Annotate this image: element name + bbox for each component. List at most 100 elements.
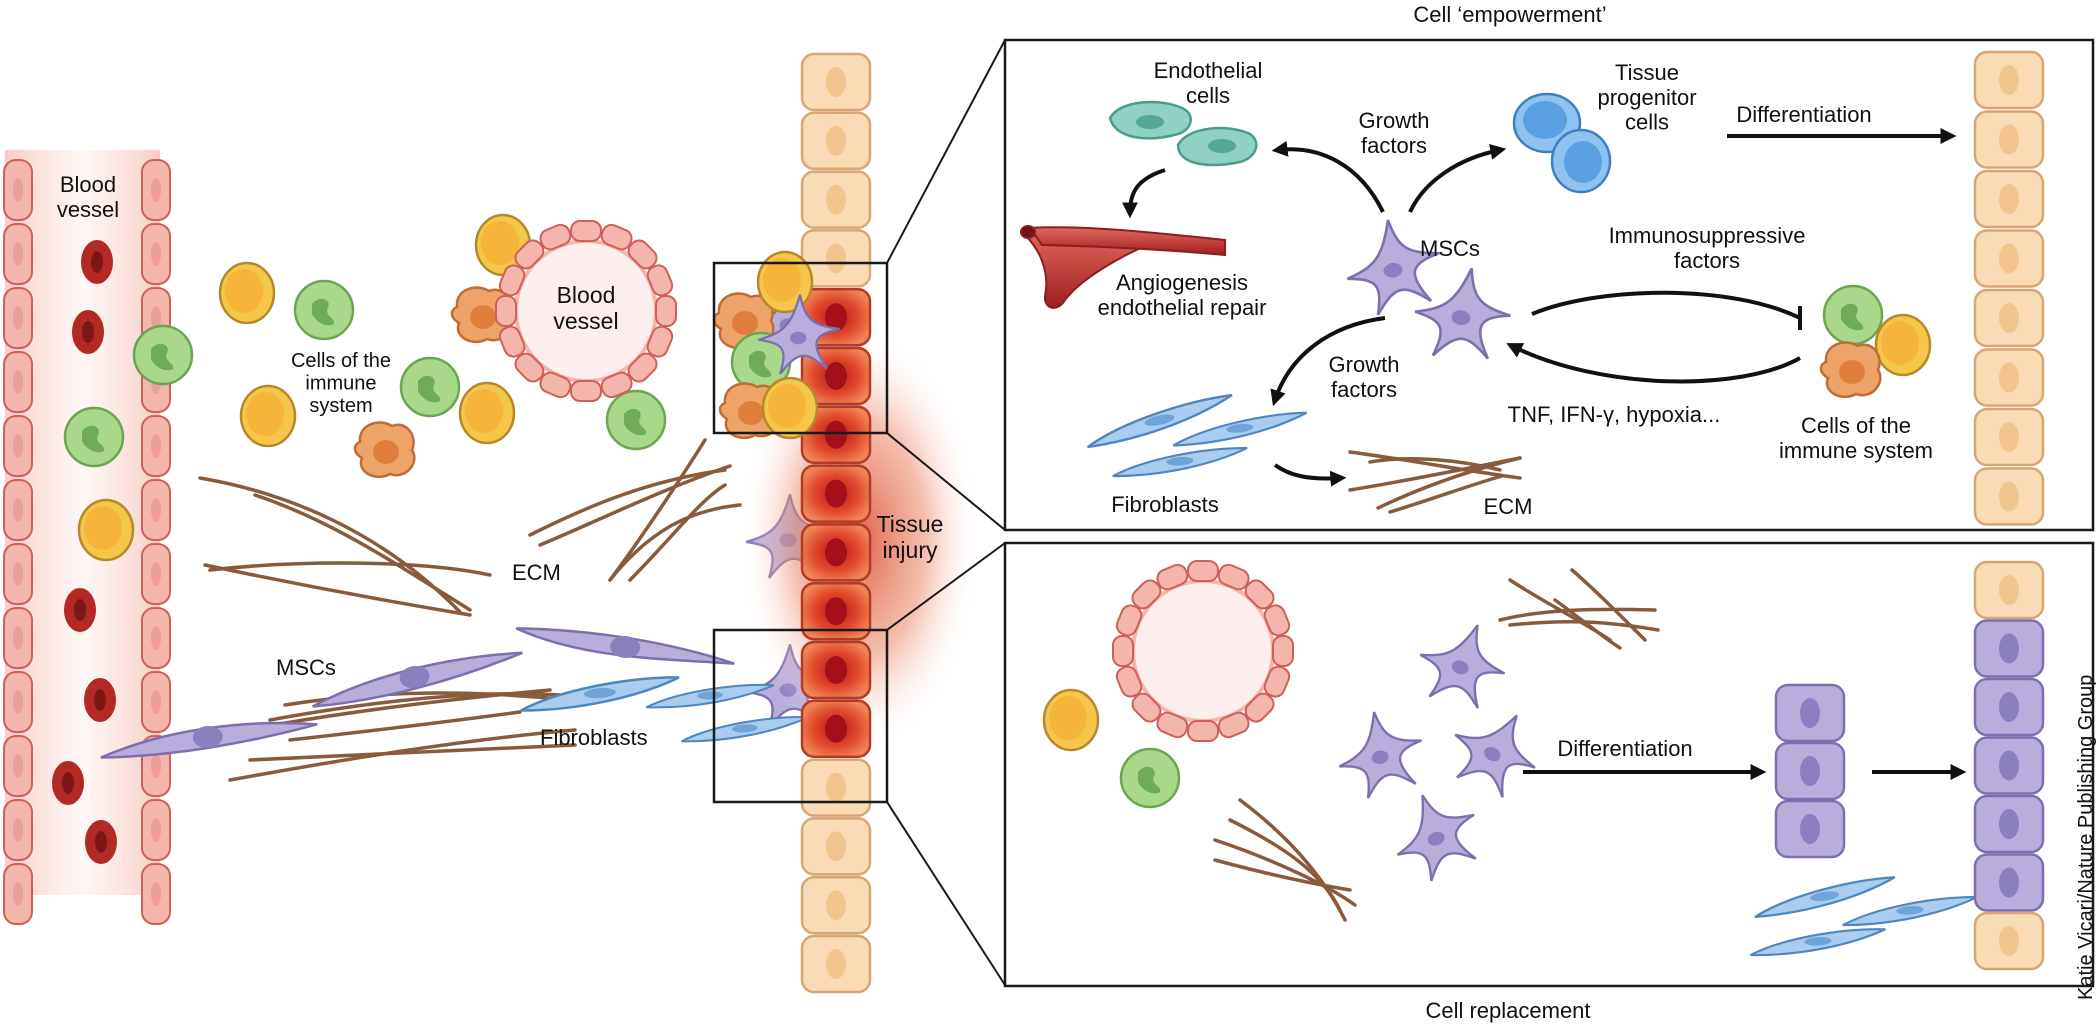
red-blood-cell-icon bbox=[72, 310, 104, 354]
tissue-cell-icon bbox=[1973, 169, 2045, 229]
vessel-wall-cell bbox=[1217, 563, 1250, 591]
vessel-wall-cell bbox=[539, 371, 572, 399]
tissue-cell-icon bbox=[1973, 50, 2045, 110]
label-fibroblasts: Fibroblasts bbox=[540, 725, 648, 750]
tissue-cell-icon bbox=[1973, 110, 2045, 169]
vessel-wall-cell bbox=[498, 264, 526, 297]
arrow-immunosuppression bbox=[1531, 290, 1801, 320]
replacement-cell bbox=[1973, 619, 2045, 678]
vessel-wall-cell bbox=[3, 863, 33, 925]
ecm-bottom bbox=[1213, 568, 1660, 922]
immune-cell-icon bbox=[77, 498, 135, 562]
vessel-wall-cell bbox=[3, 415, 33, 477]
tissue-cell-icon bbox=[1973, 407, 2045, 467]
vessel-wall-cell bbox=[141, 799, 171, 861]
credit-text: Katie Vicari/Nature Publishing Group bbox=[2075, 675, 2097, 1000]
vessel-wall-cell bbox=[3, 287, 33, 349]
tissue-column-top bbox=[1973, 50, 2045, 526]
vessel-wall-cell bbox=[1156, 711, 1189, 739]
tissue-cell-icon bbox=[1973, 911, 2045, 971]
red-blood-cell-icon bbox=[64, 588, 96, 632]
vessel-wall-cell bbox=[570, 380, 602, 402]
vessel-wall-cell bbox=[539, 223, 572, 251]
tissue-cell-icon bbox=[1973, 467, 2045, 526]
fibroblasts-bottom bbox=[1748, 875, 1980, 957]
vessel-wall-cell bbox=[1272, 635, 1294, 667]
vessel-wall-cell bbox=[1187, 560, 1219, 582]
top-panel bbox=[1003, 38, 2095, 532]
bottom-panel bbox=[1003, 541, 2095, 988]
zoom-box-bottom bbox=[712, 628, 889, 804]
label-differentiation-top: Differentiation bbox=[1736, 102, 1871, 127]
vessel-wall-cell bbox=[3, 735, 33, 797]
injured-tissue-cell bbox=[800, 464, 872, 523]
ecm-top bbox=[1348, 450, 1522, 514]
vessel-wall-cell bbox=[600, 371, 633, 399]
vessel-wall-cell bbox=[1156, 563, 1189, 591]
injured-tissue-cell bbox=[800, 699, 872, 759]
zoom-box-top bbox=[712, 261, 889, 435]
vessel-wall-cell bbox=[3, 479, 33, 541]
arrow-immune-signal bbox=[1506, 343, 1801, 384]
vessel-wall-cell bbox=[141, 479, 171, 541]
vessel-wall-cell bbox=[141, 671, 171, 733]
vessel-wall-cell bbox=[141, 863, 171, 925]
tissue-cell-icon bbox=[1973, 288, 2045, 348]
label-ecm-top: ECM bbox=[1484, 494, 1533, 519]
immune-cells-top bbox=[1819, 284, 1932, 399]
tissue-cell-icon bbox=[800, 52, 872, 112]
injured-tissue-cell bbox=[800, 640, 872, 700]
tissue-cell-icon bbox=[1973, 229, 2045, 288]
vessel-wall-cell bbox=[495, 295, 517, 327]
vessel-wall-cell bbox=[1263, 665, 1291, 698]
arrow-fibroblasts-to-ecm bbox=[1273, 463, 1347, 487]
vessel-wall-cell bbox=[1112, 635, 1134, 667]
vessel-wall-cell bbox=[1244, 579, 1275, 610]
vessel-wall-cell bbox=[646, 264, 674, 297]
tissue-cell-icon bbox=[800, 170, 872, 229]
label-fibroblasts-top: Fibroblasts bbox=[1111, 492, 1219, 517]
vessel-wall-cell bbox=[1115, 665, 1143, 698]
vessel-wall-cell bbox=[3, 351, 33, 413]
vessel-wall-cell bbox=[3, 671, 33, 733]
vessel-wall-cell bbox=[1131, 579, 1162, 610]
tissue-cell-icon bbox=[800, 875, 872, 935]
immune-cell-icon bbox=[63, 406, 125, 468]
vessel-wall-cell bbox=[1244, 692, 1275, 723]
arrow-to-progenitor bbox=[1408, 144, 1507, 213]
tissue-cell-icon bbox=[1973, 348, 2045, 407]
progenitor-cell-icon bbox=[1512, 92, 1612, 194]
label-mscs: MSCs bbox=[276, 655, 336, 680]
label-differentiation-bottom: Differentiation bbox=[1557, 736, 1692, 761]
vessel-wall-cell bbox=[3, 159, 33, 221]
capillary-icon bbox=[1020, 225, 1226, 309]
red-blood-cell-icon bbox=[85, 820, 117, 864]
tissue-cell-icon bbox=[800, 111, 872, 171]
vessel-wall-cell bbox=[1187, 720, 1219, 742]
bottom-panel-title: Cell replacement bbox=[1425, 998, 1590, 1023]
arrow-to-fibroblasts bbox=[1270, 316, 1386, 407]
left-blood-vessel bbox=[3, 150, 194, 925]
vessel-wall-cell bbox=[1217, 711, 1250, 739]
vessel-wall-cell bbox=[514, 239, 545, 270]
ecm-fibers bbox=[198, 438, 742, 782]
tissue-cell-icon bbox=[800, 817, 872, 876]
replacement-cell bbox=[1973, 677, 2045, 737]
replacement-cell bbox=[1973, 853, 2045, 912]
vessel-wall-cell bbox=[141, 159, 171, 221]
vessel-wall-cell bbox=[570, 220, 602, 242]
vessel-wall-cell bbox=[141, 543, 171, 605]
label-mscs-top: MSCs bbox=[1420, 236, 1480, 261]
round-blood-vessel bbox=[495, 220, 677, 402]
endothelial-cell-icon bbox=[1108, 100, 1258, 167]
vessel-wall-cell bbox=[514, 352, 545, 383]
red-blood-cell-icon bbox=[81, 240, 113, 284]
red-blood-cell-icon bbox=[52, 761, 84, 805]
